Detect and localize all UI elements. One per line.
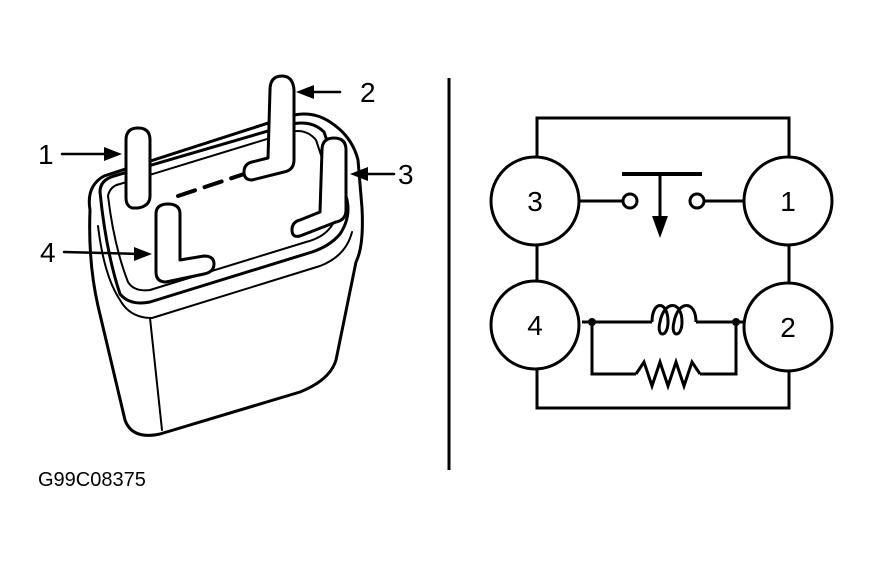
terminal-4-label: 4 xyxy=(527,310,543,341)
terminal-4 xyxy=(489,279,581,371)
switch-contact-right xyxy=(688,192,706,210)
pin-arrowheads xyxy=(104,85,368,261)
resistor-branch-right xyxy=(700,322,738,376)
resistor-branch-left xyxy=(590,322,636,376)
terminal-3-label: 3 xyxy=(527,186,543,217)
terminal-2-label: 2 xyxy=(780,312,796,343)
relay-side-edge xyxy=(149,317,163,431)
relay-inner-rim xyxy=(107,130,339,292)
relay-schematic xyxy=(535,116,791,410)
terminal-2 xyxy=(742,281,834,373)
pin-3-label: 3 xyxy=(398,159,414,190)
relay-pin-3 xyxy=(290,136,348,238)
relay-pin-1 xyxy=(124,126,152,210)
relay-pin-4 xyxy=(154,202,216,284)
switch-arrow-icon xyxy=(652,216,668,238)
pin-2-label: 2 xyxy=(360,77,376,108)
switch-contact-left xyxy=(621,192,639,210)
coil-icon xyxy=(650,304,698,336)
figure-id: G99C08375 xyxy=(38,469,146,491)
resistor-icon xyxy=(634,357,702,391)
bottom-wire xyxy=(535,368,791,410)
relay-skirt-band xyxy=(97,225,353,319)
top-wire xyxy=(535,116,791,160)
pin-4-label: 4 xyxy=(40,237,56,268)
pin-1-label: 1 xyxy=(38,139,54,170)
relay-pin-2 xyxy=(242,74,296,182)
junction-dot-left xyxy=(588,318,596,326)
terminal-3 xyxy=(489,155,581,247)
relay-illustration xyxy=(60,74,396,437)
terminal-1 xyxy=(742,155,834,247)
terminal-1-label: 1 xyxy=(780,186,796,217)
junction-dot-right xyxy=(732,318,740,326)
terminals xyxy=(489,155,834,373)
